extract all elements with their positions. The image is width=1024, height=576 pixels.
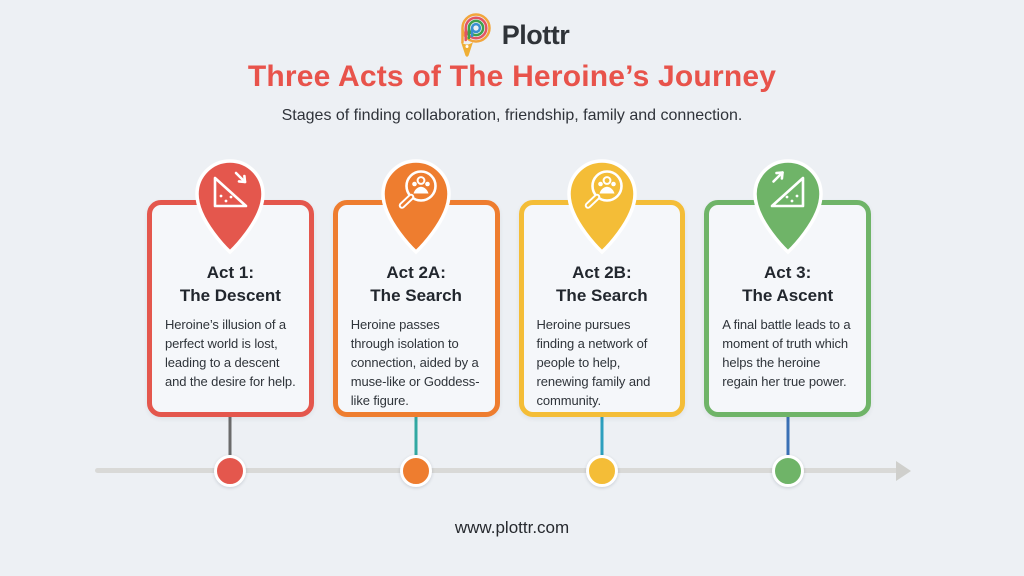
connector-line [786,417,790,455]
map-pin-marker [189,155,271,257]
logo: Plottr [0,12,1024,59]
timeline-dot [771,455,804,487]
act-column-2b: Act 2B: The Search Heroine pursues findi… [518,155,686,487]
act-description: Heroine pursues finding a network of peo… [536,317,651,408]
act-title: Act 3: The Ascent [742,263,834,305]
page-title: Three Acts of The Heroine’s Journey [247,60,777,93]
act-title: Act 1: The Descent [179,263,281,305]
footer-url: www.plottr.com [454,518,570,537]
act-title: Act 2B: The Search [556,263,648,305]
act-description: A final battle leads to a moment of trut… [722,317,851,389]
connector-line [414,417,418,455]
connector-line [600,417,604,455]
act-description: Heroine’s illusion of a perfect world is… [165,317,296,389]
ascent-slope-icon [770,171,804,208]
people-search-icon [398,170,437,209]
act-column-1: Act 1: The Descent Heroine’s illusion of… [147,155,314,487]
connector-line [228,417,232,455]
act-column-2a: Act 2A: The Search Heroine passes throug… [332,155,500,487]
timeline-axis [95,468,898,473]
timeline-dot [585,455,618,487]
act-description: Heroine passes through isolation to conn… [350,317,480,408]
people-search-icon [584,170,623,209]
timeline-arrowhead-icon [896,461,911,481]
act-title: Act 2A: The Search [370,263,462,305]
map-pin-marker [747,155,829,257]
plottr-logo-icon [460,13,491,57]
timeline-dot [400,455,433,487]
act-column-3: Act 3: The Ascent A final battle leads t… [704,155,871,487]
descent-slope-icon [214,171,248,208]
timeline-dot [214,455,247,487]
logo-text: Plottr [501,20,570,50]
map-pin-marker [561,155,643,257]
acts-row: Act 1: The Descent Heroine’s illusion of… [147,155,871,487]
map-pin-marker [375,155,457,257]
page-subtitle: Stages of finding collaboration, friends… [281,107,743,124]
act-card: Act 2A: The Search Heroine passes throug… [332,200,500,417]
